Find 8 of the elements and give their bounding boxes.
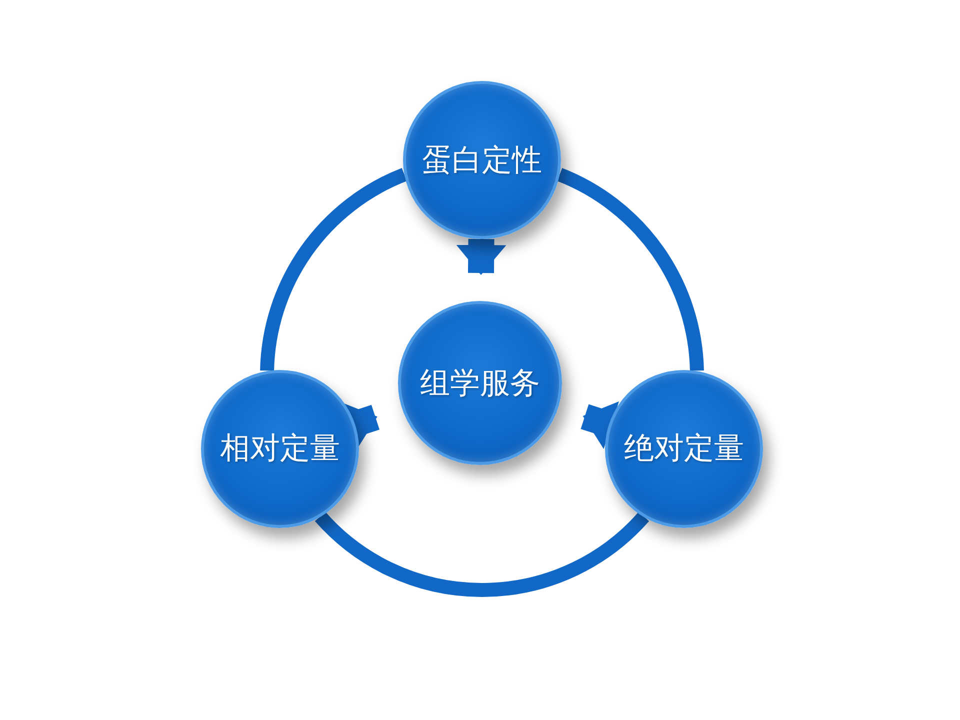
node-label: 组学服务 xyxy=(420,366,540,402)
arrow xyxy=(580,401,620,449)
node-label: 相对定量 xyxy=(220,431,340,468)
ring-connector xyxy=(260,168,408,372)
node-label: 绝对定量 xyxy=(624,431,744,468)
ring-connector xyxy=(315,512,649,597)
arrow xyxy=(456,238,506,275)
node-label: 蛋白定性 xyxy=(422,142,542,178)
